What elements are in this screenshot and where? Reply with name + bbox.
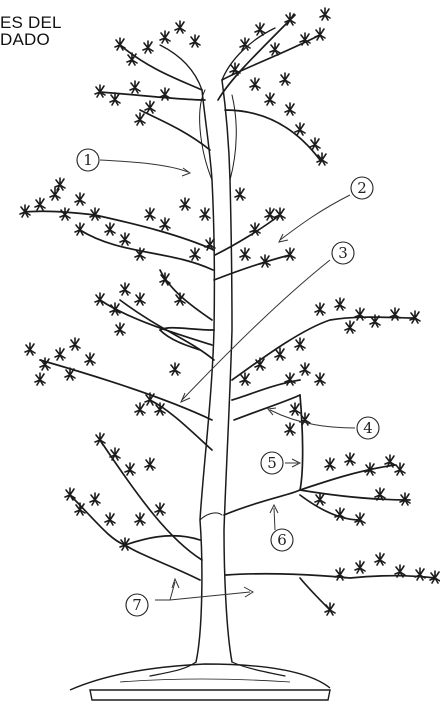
svg-text:6: 6: [277, 531, 287, 549]
marker-7: 7: [126, 594, 148, 616]
svg-text:4: 4: [363, 419, 373, 437]
svg-text:5: 5: [267, 454, 277, 472]
marker-2: 2: [351, 177, 373, 199]
branches: [25, 15, 435, 610]
marker-1: 1: [77, 149, 99, 171]
svg-text:1: 1: [83, 151, 93, 169]
svg-text:7: 7: [132, 596, 142, 614]
svg-text:2: 2: [357, 179, 367, 197]
bonsai-pot: [70, 664, 330, 700]
marker-6: 6: [271, 529, 293, 551]
foliage: [20, 8, 440, 615]
marker-3: 3: [332, 242, 354, 264]
marker-5: 5: [261, 452, 283, 474]
svg-text:3: 3: [338, 244, 348, 262]
marker-4: 4: [357, 417, 379, 439]
